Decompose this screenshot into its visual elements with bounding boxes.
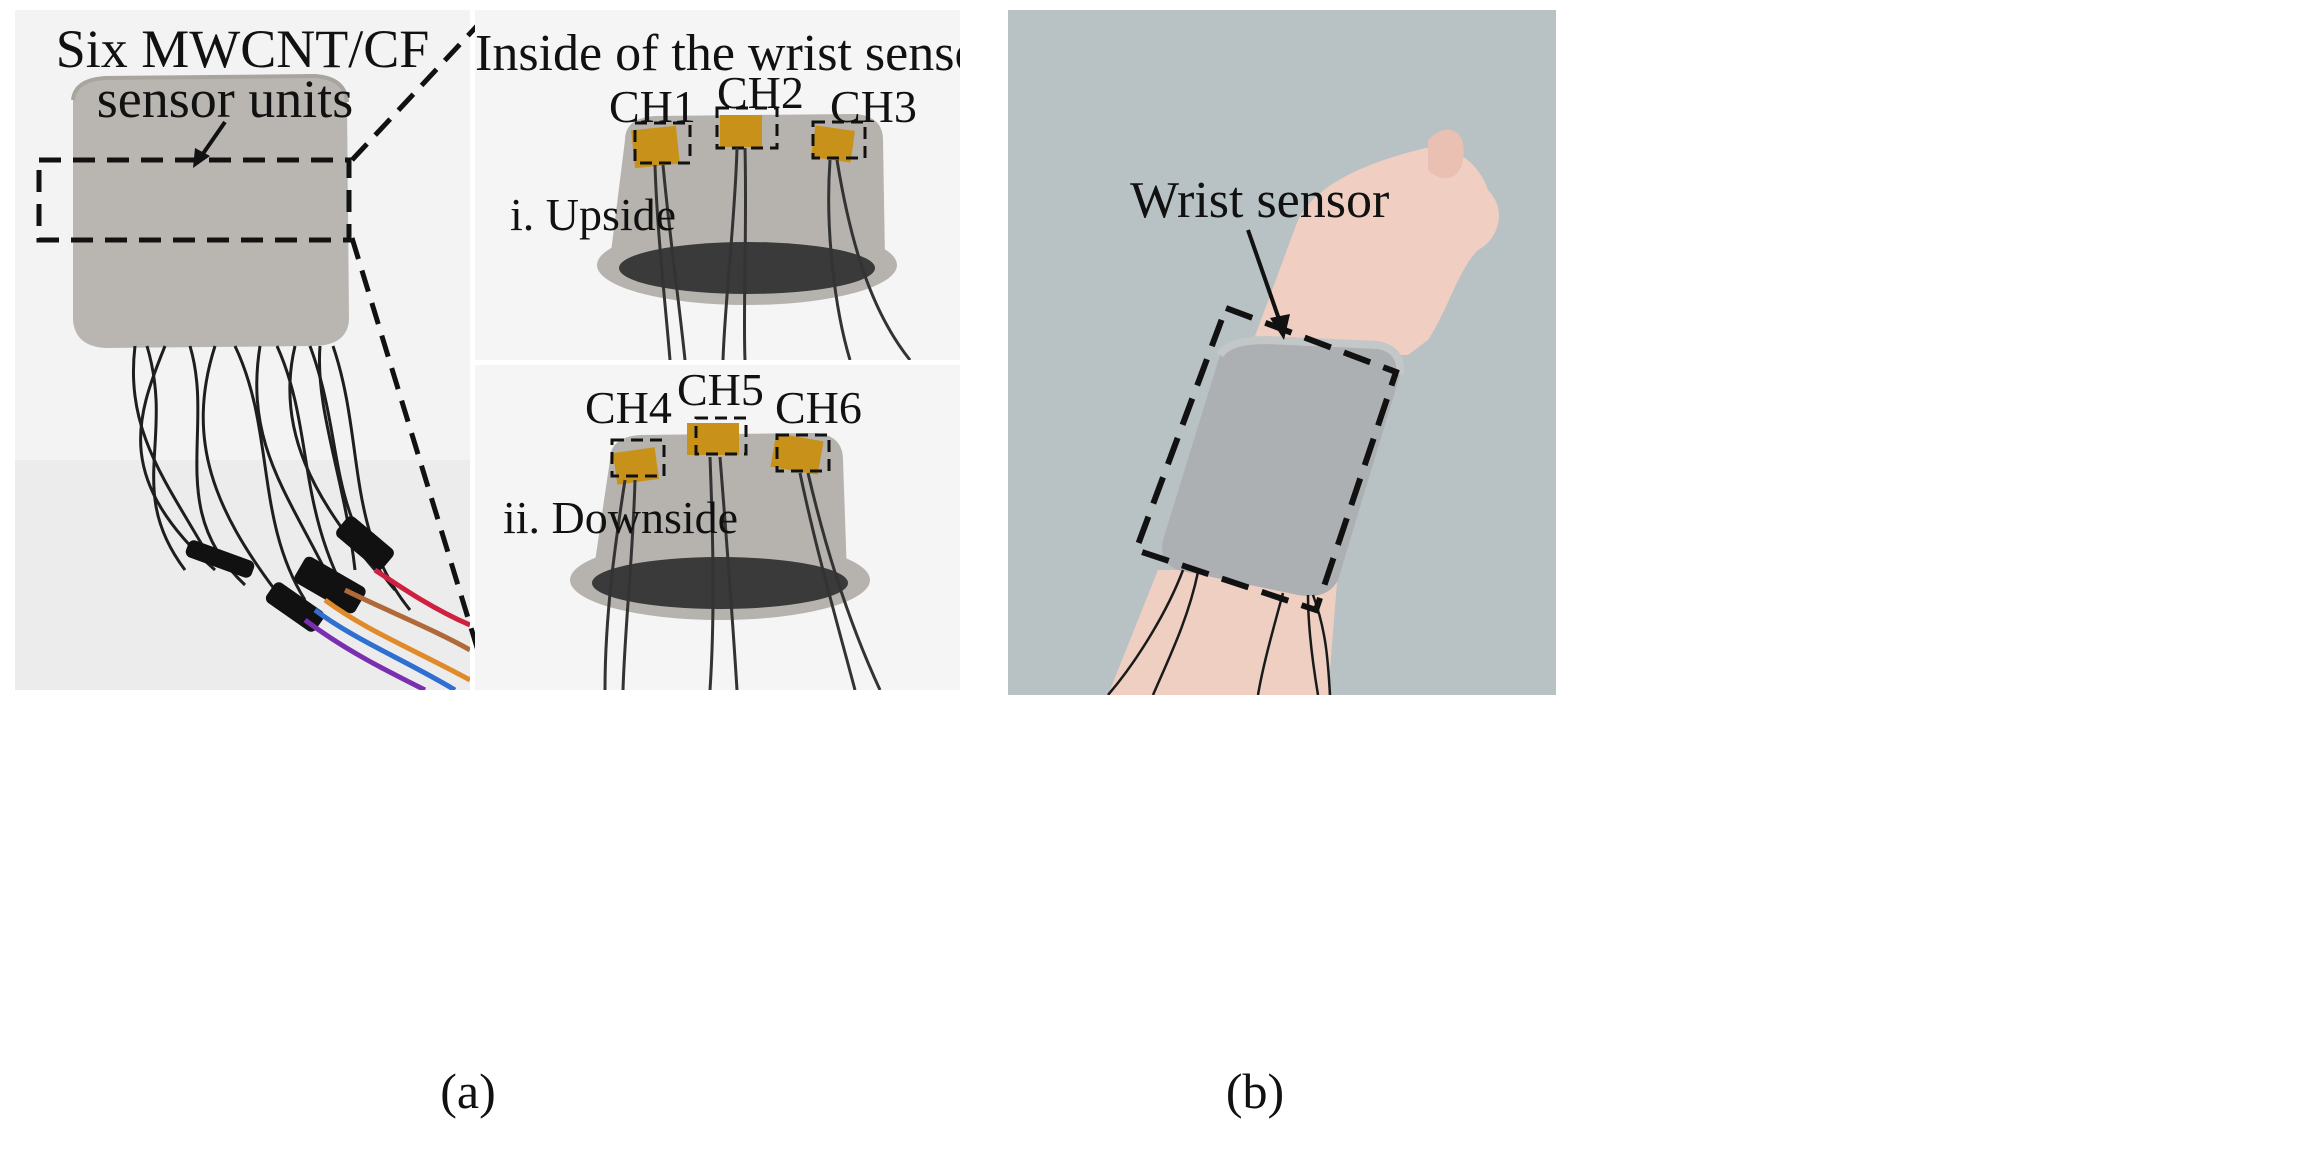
sensor-units-label-line2: sensor units [96,69,354,129]
channel-label-ch1: CH1 [609,81,696,132]
wristband-photo: Six MWCNT/CF sensor units [15,10,470,690]
downside-illustration [475,365,960,690]
channel-label-ch4: CH4 [585,382,672,433]
caption-a: (a) [440,1063,496,1119]
caption-b: (b) [1225,1063,1285,1119]
channel-label-ch2: CH2 [717,67,804,118]
wrist-illustration [1008,10,1556,695]
channel-label-ch6: CH6 [775,382,862,433]
channel-label-ch3: CH3 [830,81,917,132]
inside-title: Inside of the wrist sensor [475,25,960,82]
wrist-photo: Wrist sensor [1008,10,1556,695]
wristband-illustration [15,10,470,690]
upside-photo: Inside of the wrist sensor CH1 CH2 CH3 i… [475,10,960,360]
upside-illustration [475,10,960,360]
downside-label: ii. Downside [503,492,739,543]
wrist-sensor-label: Wrist sensor [1130,172,1390,229]
upside-label: i. Upside [510,189,677,240]
downside-photo: CH4 CH5 CH6 ii. Downside [475,365,960,690]
zoom-connector-lines [349,10,493,691]
channel-label-ch5: CH5 [677,365,764,415]
sensor-units-label-line1: Six MWCNT/CF [55,19,430,79]
